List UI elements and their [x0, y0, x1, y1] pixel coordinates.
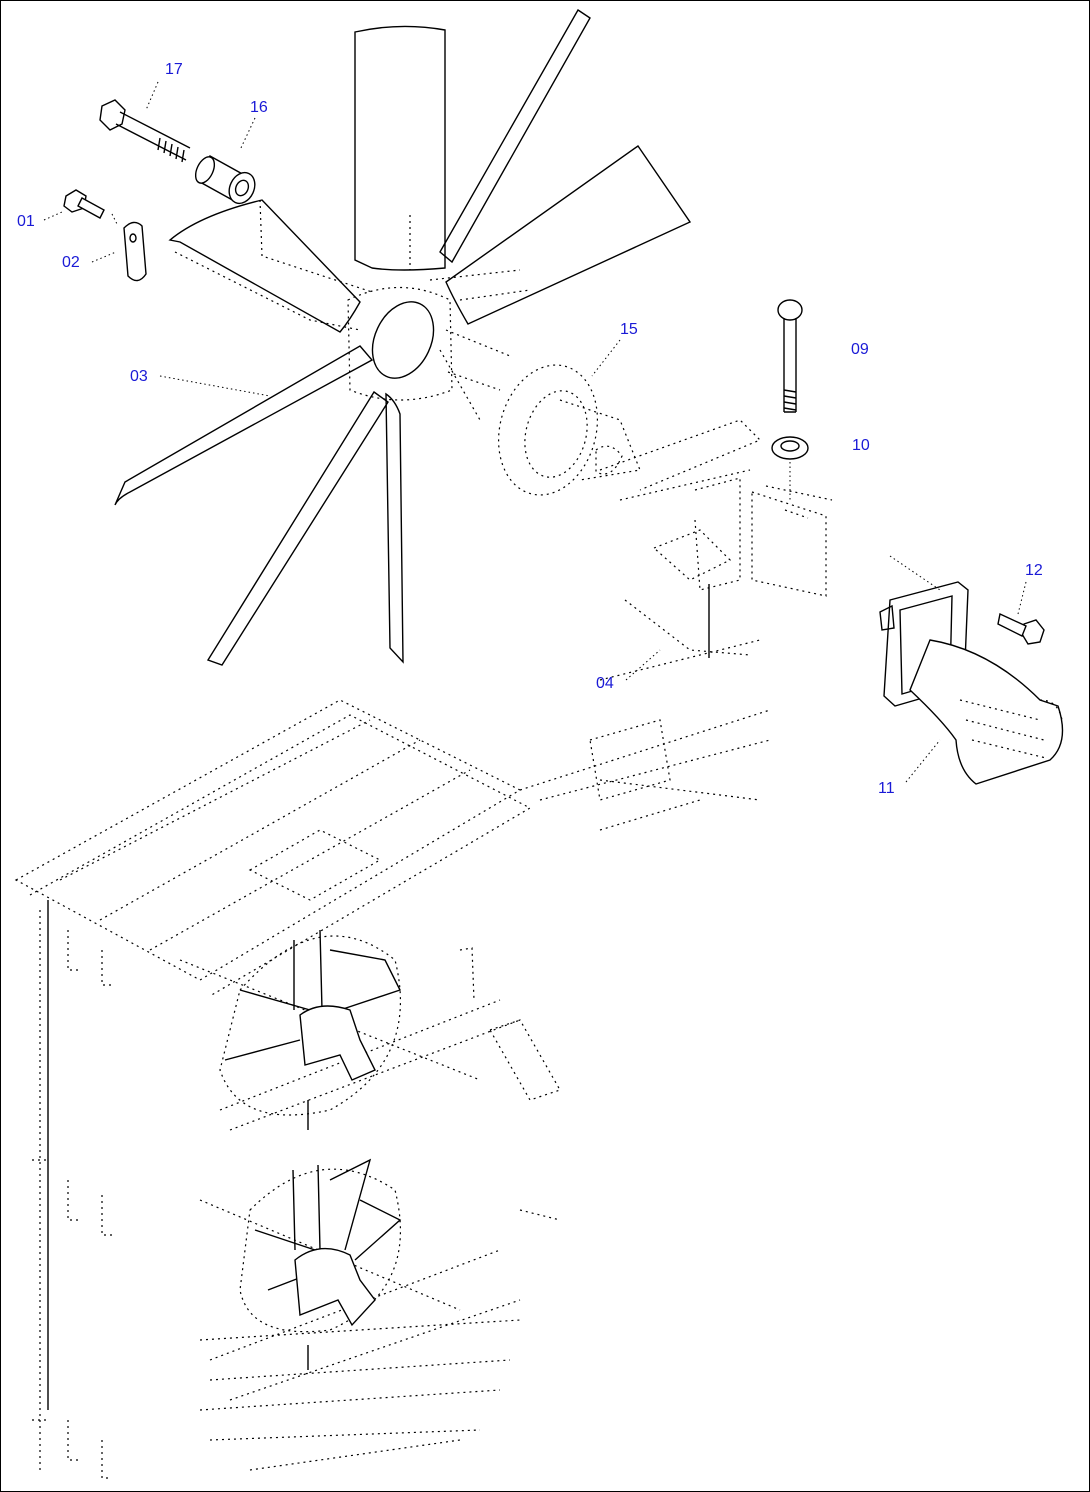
- washer-10: [771, 436, 809, 500]
- screw-01: [63, 189, 105, 219]
- plate-02: [123, 221, 147, 282]
- lower-fan-2: [239, 1158, 402, 1370]
- hydraulic-motor-11: [879, 581, 1064, 785]
- callout-01: 01: [17, 213, 35, 230]
- callout-11: 11: [878, 780, 895, 797]
- callout-12: 12: [1025, 562, 1043, 579]
- radiator-frame: [14, 699, 771, 1479]
- fan-assembly: [114, 9, 692, 666]
- callout-10: 10: [852, 437, 870, 454]
- leader-lines: [43, 81, 1027, 783]
- callout-15: 15: [620, 321, 638, 338]
- coupling-15: [497, 364, 641, 496]
- lower-fan-1: [219, 929, 402, 1130]
- spacer-16: [194, 154, 256, 205]
- bolt-17: [99, 99, 191, 163]
- callout-03: 03: [130, 368, 148, 385]
- callout-09: 09: [851, 341, 869, 358]
- callout-02: 02: [62, 254, 80, 271]
- callout-04: 04: [596, 675, 614, 692]
- bracket-04: [599, 419, 762, 681]
- bolt-09: [777, 299, 803, 413]
- callout-16: 16: [250, 99, 268, 116]
- callout-17: 17: [165, 61, 183, 78]
- screw-12: [997, 612, 1045, 645]
- mount-block: [751, 485, 833, 597]
